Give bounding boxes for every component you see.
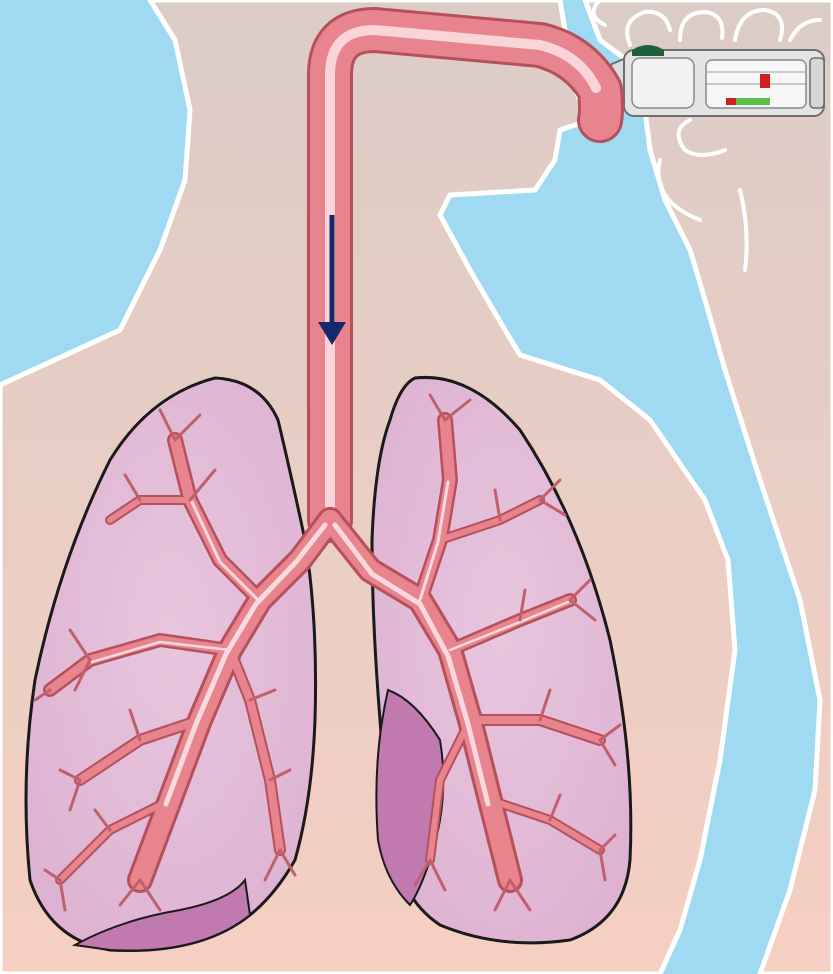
- dose-indicator-red: [726, 98, 736, 105]
- dose-indicator-red-top: [760, 74, 770, 88]
- dose-indicator-green: [736, 98, 770, 105]
